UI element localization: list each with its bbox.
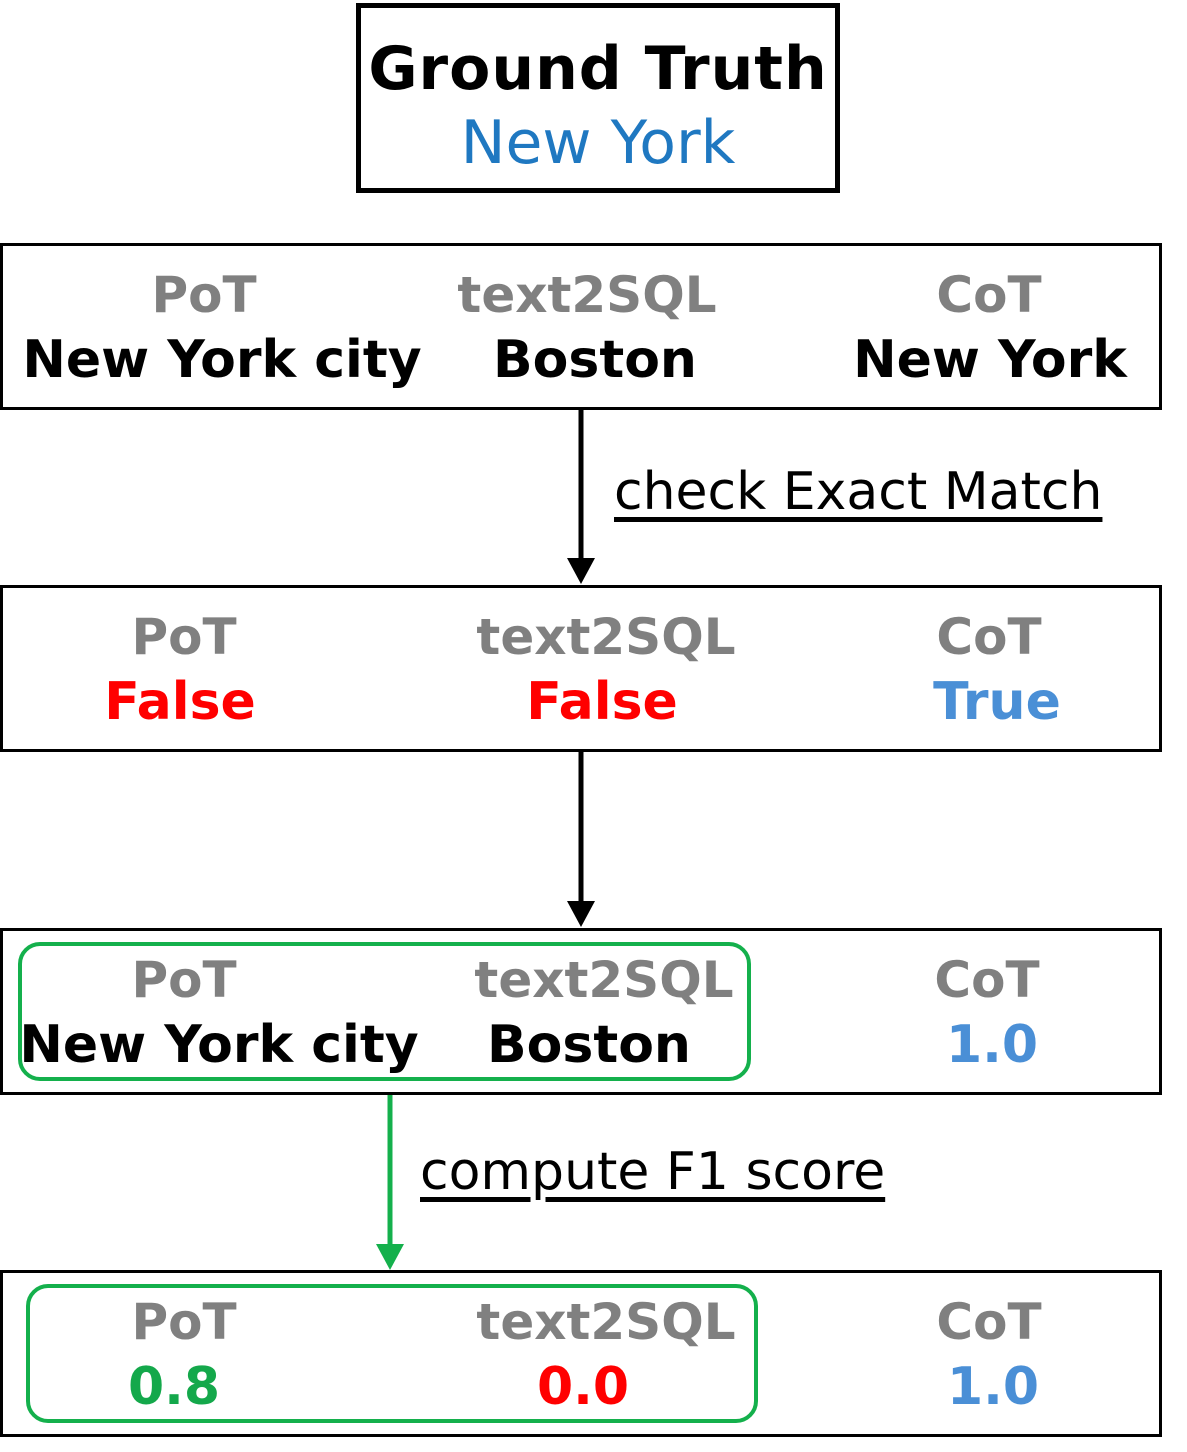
cot-f1-score: 1.0 — [946, 1357, 1040, 1417]
text2sql-f1-score: 0.0 — [536, 1357, 630, 1417]
false-predictions-highlight — [18, 942, 751, 1081]
compute-f1-score-label: compute F1 score — [420, 1142, 886, 1202]
f1-scores-box: PoT 0.8 text2SQL 0.0 CoT 1.0 — [0, 1270, 1162, 1437]
f1-highlight — [26, 1284, 758, 1423]
check-exact-match-label: check Exact Match — [614, 462, 1103, 522]
text2sql-prediction: Boston — [493, 330, 697, 390]
pot-label: PoT — [131, 608, 237, 666]
arrow-to-rescoring — [567, 752, 595, 927]
cot-label: CoT — [934, 951, 1040, 1009]
pot-prediction: New York city — [22, 330, 422, 390]
arrow-exact-match — [567, 410, 595, 584]
ground-truth-value: New York — [460, 108, 736, 178]
exact-match-box: PoT False text2SQL False CoT True — [0, 585, 1162, 752]
text2sql-prediction: Boston — [487, 1015, 691, 1075]
arrow-compute-f1 — [376, 1095, 404, 1270]
pot-label: PoT — [131, 951, 237, 1009]
pot-f1-score: 0.8 — [127, 1357, 221, 1417]
pot-label: PoT — [131, 1293, 237, 1351]
text2sql-exact-match-result: False — [526, 672, 678, 732]
text2sql-label: text2SQL — [474, 951, 734, 1009]
cot-prediction: New York — [853, 330, 1127, 390]
pot-exact-match-result: False — [104, 672, 256, 732]
predictions-box: PoT New York city text2SQL Boston CoT Ne… — [0, 243, 1162, 410]
pot-prediction: New York city — [19, 1015, 419, 1075]
cot-label: CoT — [936, 608, 1042, 666]
ground-truth-title: Ground Truth — [368, 34, 828, 104]
text2sql-label: text2SQL — [476, 608, 736, 666]
text2sql-label: text2SQL — [476, 1293, 736, 1351]
cot-label: CoT — [936, 266, 1042, 324]
cot-score: 1.0 — [945, 1015, 1039, 1075]
pot-label: PoT — [151, 266, 257, 324]
cot-exact-match-result: True — [933, 672, 1061, 732]
cot-label: CoT — [936, 1293, 1042, 1351]
ground-truth-box: Ground Truth New York — [356, 3, 840, 193]
rescoring-box: PoT New York city text2SQL Boston CoT 1.… — [0, 928, 1162, 1095]
text2sql-label: text2SQL — [457, 266, 717, 324]
